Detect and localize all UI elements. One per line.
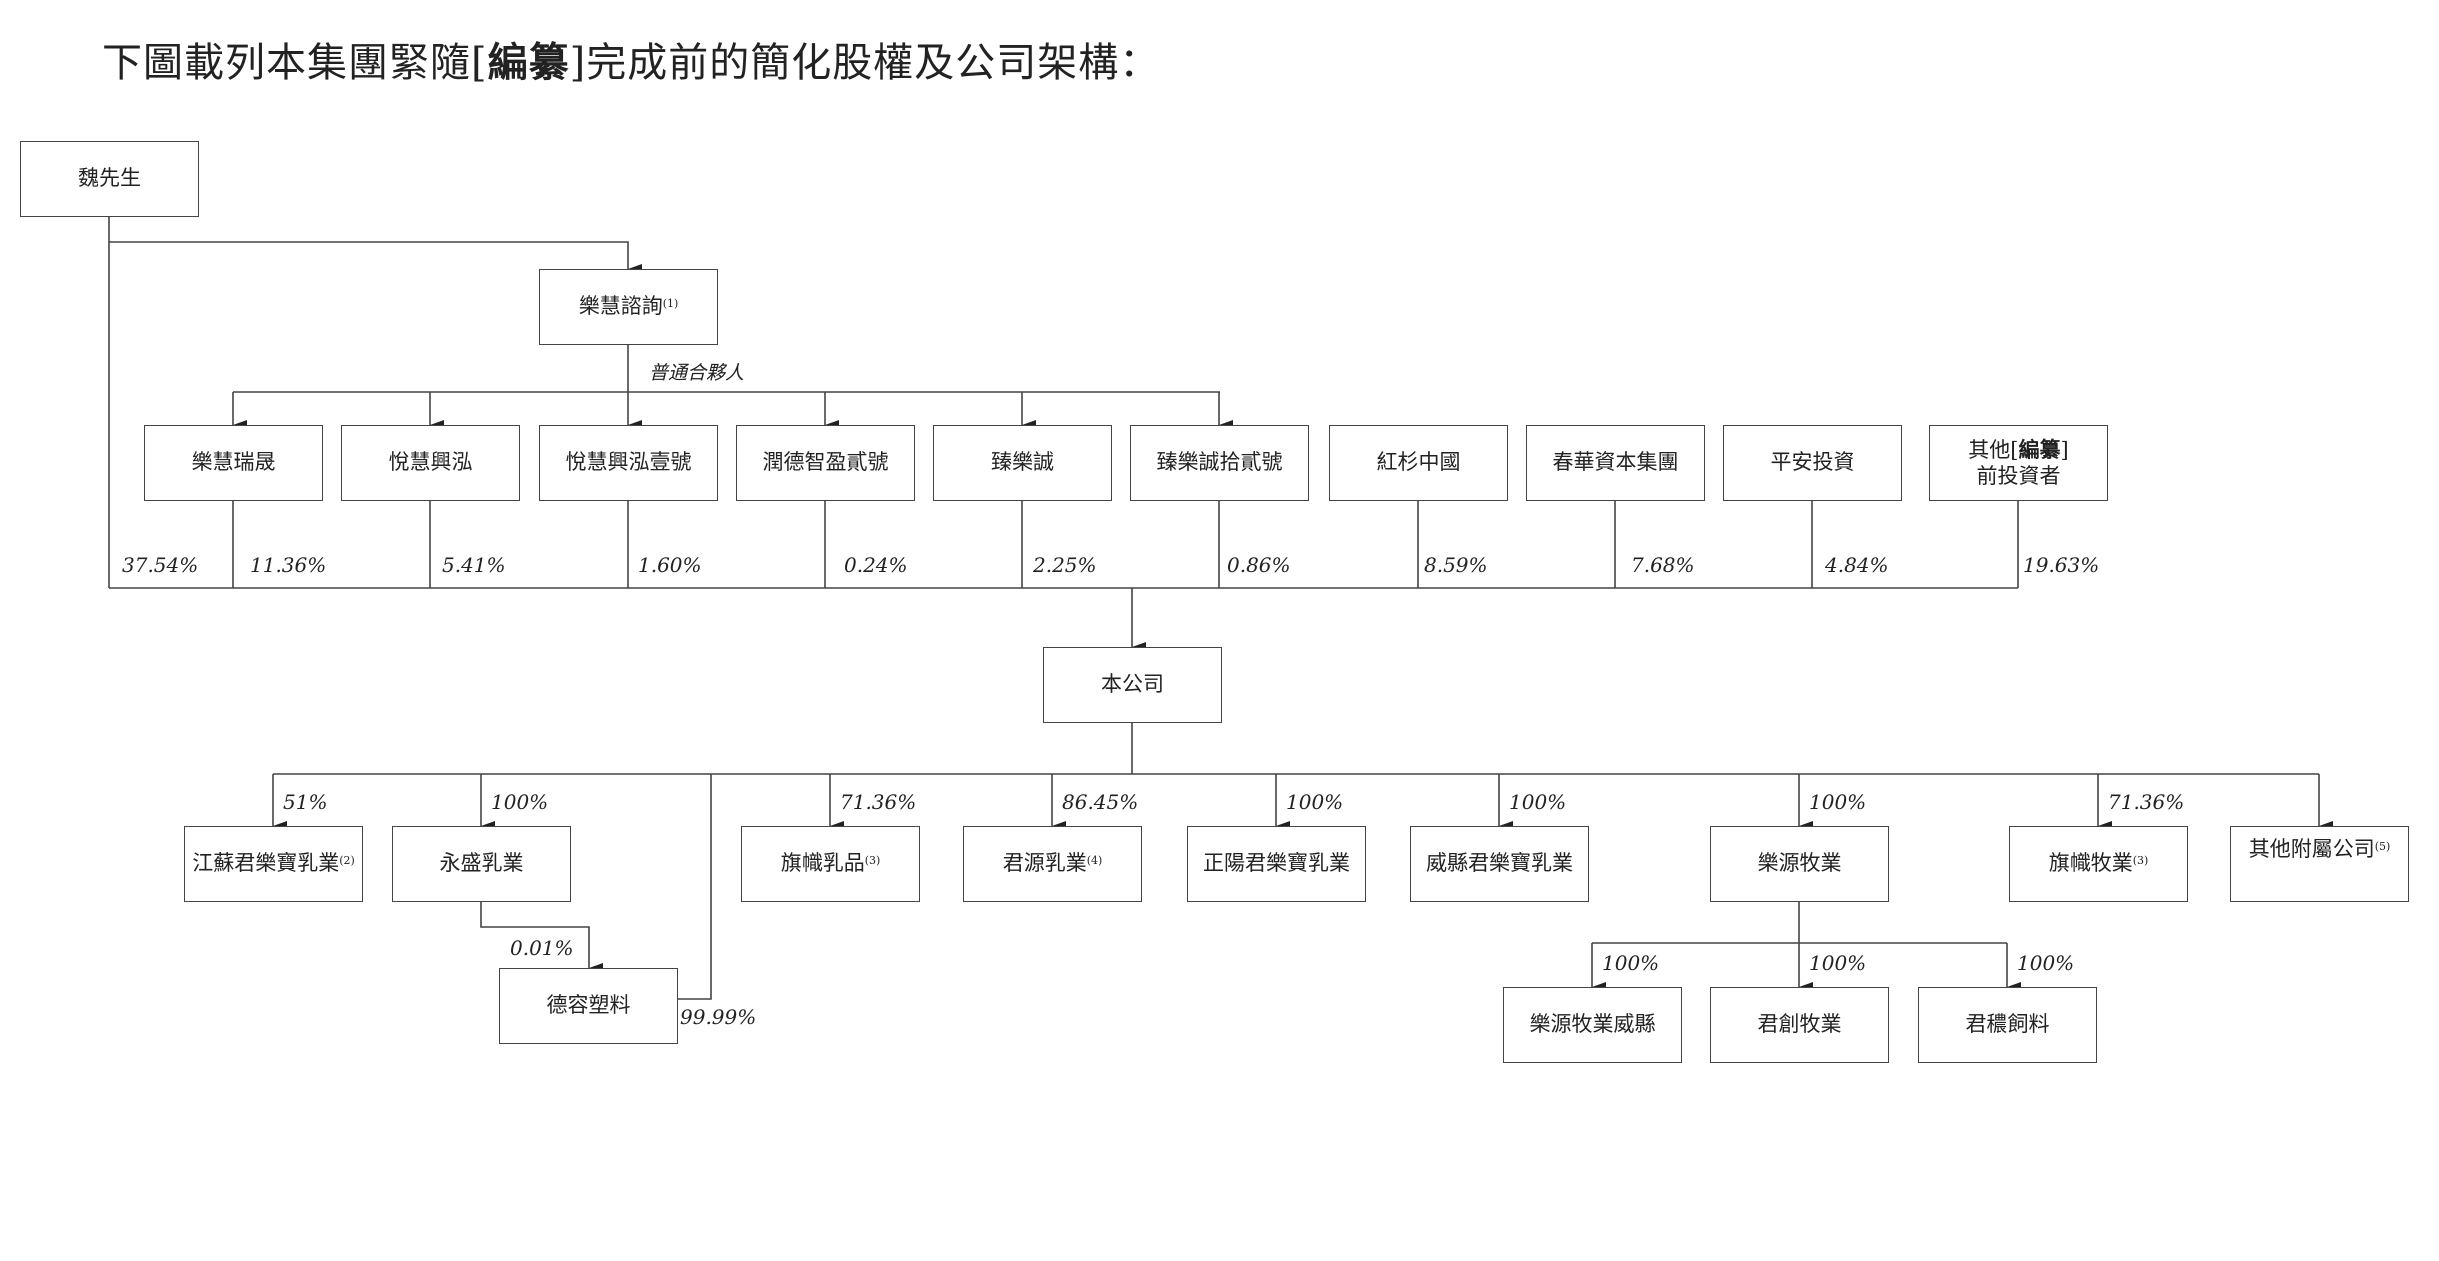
box-label: 君創牧業 [1757, 1012, 1842, 1037]
derong-pct-company: 99.99% [680, 1005, 757, 1029]
shareholder-box: 紅杉中國 [1329, 425, 1508, 501]
box-label: 平安投資 [1770, 450, 1855, 475]
box-label: 德容塑料 [546, 993, 631, 1018]
leyuan-subsidiary-pct: 100% [2017, 951, 2075, 975]
shareholder-box: 臻樂誠 [933, 425, 1112, 501]
box-label: 旗幟乳品(3) [780, 851, 881, 876]
consulting-entity: 樂慧諮詢(1) [539, 269, 718, 345]
subsidiary-box: 旗幟乳品(3) [741, 826, 920, 902]
title-text: ]完成前的簡化股權及公司架構： [569, 40, 1161, 86]
subsidiary-pct: 100% [1286, 790, 1344, 814]
arrow-line [480, 901, 603, 973]
box-label: 魏先生 [78, 166, 141, 191]
box-label: 悅慧興泓壹號 [565, 450, 692, 475]
shareholder-mr-wei: 魏先生 [20, 141, 199, 217]
derong-box: 德容塑料 [499, 968, 678, 1044]
subsidiary-box: 君源乳業(4) [963, 826, 1142, 902]
subsidiary-box: 樂源牧業 [1710, 826, 1889, 902]
box-label: 春華資本集團 [1552, 450, 1679, 475]
shareholding-pct: 5.41% [442, 553, 506, 577]
leyuan-subsidiary-pct: 100% [1602, 951, 1660, 975]
shareholder-box: 其他[編纂]前投資者 [1929, 425, 2108, 501]
mr-wei-pct: 37.54% [122, 553, 199, 577]
box-label: 其他[編纂]前投資者 [1968, 437, 2069, 488]
leyuan-subsidiary-box: 君創牧業 [1710, 987, 1889, 1063]
leyuan-subsidiary-pct: 100% [1809, 951, 1867, 975]
shareholder-box: 春華資本集團 [1526, 425, 1705, 501]
box-label: 江蘇君樂寶乳業(2) [192, 851, 355, 876]
title-text: 下圖載列本集團緊隨[ [102, 40, 488, 86]
box-label: 臻樂誠拾貳號 [1156, 450, 1283, 475]
subsidiary-pct: 51% [283, 790, 328, 814]
box-label: 樂源牧業威縣 [1529, 1012, 1656, 1037]
subsidiary-pct: 100% [491, 790, 549, 814]
shareholding-pct: 0.24% [844, 553, 908, 577]
box-label: 樂慧瑞晟 [191, 450, 276, 475]
subsidiary-pct: 100% [1509, 790, 1567, 814]
box-label: 正陽君樂寶乳業 [1203, 851, 1350, 876]
shareholder-box: 潤德智盈貳號 [736, 425, 915, 501]
box-label: 樂源牧業 [1757, 851, 1842, 876]
box-label: 潤德智盈貳號 [762, 450, 889, 475]
box-label: 臻樂誠 [991, 450, 1054, 475]
shareholder-box: 樂慧瑞晟 [144, 425, 323, 501]
box-label: 君穠飼料 [1965, 1012, 2050, 1037]
subsidiary-box: 威縣君樂寶乳業 [1410, 826, 1589, 902]
shareholding-pct: 0.86% [1227, 553, 1291, 577]
shareholder-box: 悅慧興泓 [341, 425, 520, 501]
box-label: 悅慧興泓 [388, 450, 473, 475]
shareholder-box: 悅慧興泓壹號 [539, 425, 718, 501]
company-box: 本公司 [1043, 647, 1222, 723]
subsidiary-box: 正陽君樂寶乳業 [1187, 826, 1366, 902]
shareholder-box: 平安投資 [1723, 425, 1902, 501]
page-title: 下圖載列本集團緊隨[編纂]完成前的簡化股權及公司架構： [102, 30, 1160, 88]
shareholding-pct: 8.59% [1424, 553, 1488, 577]
subsidiary-pct: 71.36% [2108, 790, 2185, 814]
box-label: 旗幟牧業(3) [2048, 851, 2149, 876]
title-redacted: 編纂 [487, 39, 570, 86]
box-label: 本公司 [1101, 672, 1164, 697]
shareholder-box: 臻樂誠拾貳號 [1130, 425, 1309, 501]
arrow-line [109, 241, 642, 274]
general-partner-label: 普通合夥人 [649, 362, 745, 384]
leyuan-subsidiary-box: 樂源牧業威縣 [1503, 987, 1682, 1063]
box-label: 君源乳業(4) [1002, 851, 1103, 876]
subsidiary-pct: 71.36% [840, 790, 917, 814]
subsidiary-box: 旗幟牧業(3) [2009, 826, 2188, 902]
connector-line [677, 774, 712, 1000]
subsidiary-box: 江蘇君樂寶乳業(2) [184, 826, 363, 902]
box-label: 樂慧諮詢(1) [578, 294, 679, 319]
shareholding-pct: 2.25% [1033, 553, 1097, 577]
derong-pct-yongsheng: 0.01% [510, 936, 574, 960]
box-label: 威縣君樂寶乳業 [1426, 851, 1573, 876]
subsidiary-pct: 100% [1809, 790, 1867, 814]
shareholding-pct: 7.68% [1631, 553, 1695, 577]
box-label: 永盛乳業 [439, 851, 524, 876]
leyuan-subsidiary-box: 君穠飼料 [1918, 987, 2097, 1063]
subsidiary-box: 永盛乳業 [392, 826, 571, 902]
box-label: 紅杉中國 [1376, 450, 1461, 475]
shareholding-pct: 11.36% [250, 553, 327, 577]
shareholding-pct: 4.84% [1825, 553, 1889, 577]
box-label: 其他附屬公司(5) [2248, 837, 2391, 861]
subsidiary-pct: 86.45% [1062, 790, 1139, 814]
shareholding-pct: 1.60% [638, 553, 702, 577]
shareholding-pct: 19.63% [2023, 553, 2100, 577]
subsidiary-box: 其他附屬公司(5) [2230, 826, 2409, 902]
